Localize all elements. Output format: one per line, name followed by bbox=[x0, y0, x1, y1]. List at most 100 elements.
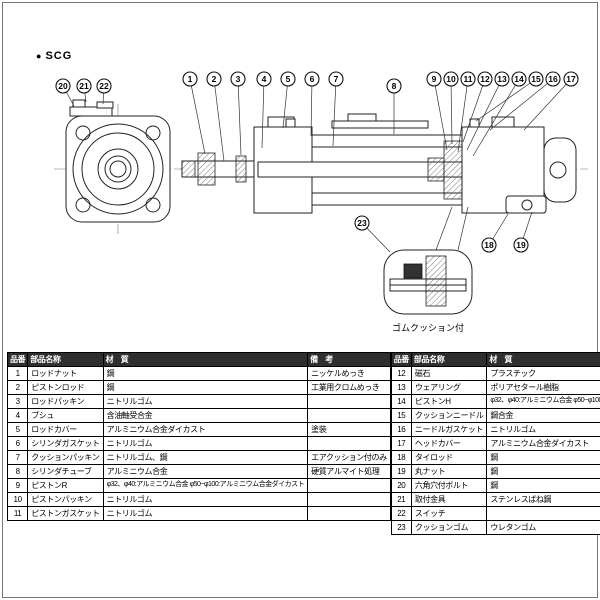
detail-caption: ゴムクッション付 bbox=[392, 322, 464, 333]
part-name: クッションゴム bbox=[410, 520, 488, 535]
svg-text:15: 15 bbox=[531, 74, 541, 84]
part-number: 10 bbox=[6, 492, 29, 507]
table-row: 15 クッションニードル 鋼合金 bbox=[390, 408, 600, 423]
table-row: 11 ピストンガスケット ニトリルゴム bbox=[6, 506, 391, 521]
part-material: アルミニウム合金ダイカスト bbox=[102, 422, 309, 437]
part-name: 六角穴付ボルト bbox=[410, 478, 488, 493]
callout-15: 15 bbox=[528, 71, 544, 87]
part-number: 21 bbox=[390, 492, 412, 507]
header-material: 材 質 bbox=[486, 352, 600, 367]
part-number: 18 bbox=[390, 450, 412, 465]
callout-20: 20 bbox=[55, 78, 71, 94]
switch-rail bbox=[331, 120, 429, 129]
table-row: 20 六角穴付ボルト 鋼 亜鉛クロメート処理 bbox=[390, 478, 600, 493]
svg-text:23: 23 bbox=[357, 218, 367, 228]
part-name: ヘッドカバー bbox=[410, 436, 488, 451]
part-name: 丸ナット bbox=[410, 464, 488, 479]
part-number: 19 bbox=[390, 464, 412, 479]
part-material: ニトリルゴム bbox=[102, 436, 309, 451]
part-remarks: ニッケルめっき bbox=[307, 366, 391, 381]
callout-8: 8 bbox=[386, 78, 402, 94]
header-part-number: 品番 bbox=[6, 352, 29, 367]
svg-text:3: 3 bbox=[236, 74, 241, 84]
part-material: 鋼 bbox=[102, 366, 309, 381]
callout-21: 21 bbox=[76, 78, 92, 94]
callout-2: 2 bbox=[206, 71, 222, 87]
table-row: 14 ピストンH φ32、φ40:アルミニウム合金 φ50~φ100:アルミニウ… bbox=[390, 394, 600, 409]
table-row: 17 ヘッドカバー アルミニウム合金ダイカスト 塗装 bbox=[390, 436, 600, 451]
cushion-rubber-detail bbox=[403, 263, 423, 279]
part-material: 鋼 bbox=[102, 380, 309, 395]
switch-bracket-front bbox=[69, 99, 114, 117]
svg-text:6: 6 bbox=[310, 74, 315, 84]
part-number: 20 bbox=[390, 478, 412, 493]
rod-nut bbox=[197, 152, 216, 186]
part-number: 22 bbox=[390, 506, 412, 521]
header-remarks: 備 考 bbox=[307, 352, 391, 367]
detail-view: ゴムクッション付 bbox=[383, 206, 473, 333]
part-remarks: 硬質アルマイト処理 bbox=[307, 464, 391, 479]
svg-text:21: 21 bbox=[79, 81, 89, 91]
part-material: 含油軸受合金 bbox=[102, 408, 309, 423]
callout-23: 23 bbox=[354, 215, 370, 231]
part-material bbox=[486, 506, 600, 521]
bullet-icon: ● bbox=[36, 51, 43, 61]
table-row: 9 ピストンR φ32、φ40:アルミニウム合金 φ50~φ100:アルミニウム… bbox=[6, 478, 391, 493]
part-number: 16 bbox=[390, 422, 412, 437]
callout-10: 10 bbox=[443, 71, 459, 87]
part-material: ニトリルゴム bbox=[102, 394, 309, 409]
svg-text:5: 5 bbox=[286, 74, 291, 84]
part-number: 17 bbox=[390, 436, 412, 451]
part-name: 磁石 bbox=[410, 366, 488, 381]
svg-text:8: 8 bbox=[392, 81, 397, 91]
svg-text:16: 16 bbox=[548, 74, 558, 84]
part-material: プラスチック bbox=[486, 366, 600, 381]
part-name: シリンダチューブ bbox=[27, 464, 104, 479]
svg-text:22: 22 bbox=[99, 81, 109, 91]
part-number: 8 bbox=[6, 464, 29, 479]
part-name: シリンダガスケット bbox=[27, 436, 104, 451]
part-number: 5 bbox=[6, 422, 29, 437]
part-remarks bbox=[307, 394, 391, 409]
part-number: 6 bbox=[6, 436, 29, 451]
part-number: 4 bbox=[6, 408, 29, 423]
callout-13: 13 bbox=[494, 71, 510, 87]
part-number: 12 bbox=[390, 366, 412, 381]
part-material: ニトリルゴム、鋼 bbox=[102, 450, 309, 465]
svg-text:7: 7 bbox=[334, 74, 339, 84]
callout-16: 16 bbox=[545, 71, 561, 87]
header-part-name: 部品名称 bbox=[27, 352, 104, 367]
part-number: 15 bbox=[390, 408, 412, 423]
part-material: φ32、φ40:アルミニウム合金 φ50~φ100:アルミニウム合金ダイカスト bbox=[486, 394, 600, 409]
svg-text:12: 12 bbox=[480, 74, 490, 84]
part-name: タイロッド bbox=[410, 450, 488, 465]
parts-tables: 品番 部品名称 材 質 備 考 1 ロッドナット 鋼 ニッケルめっき 2 ピスト… bbox=[6, 352, 600, 535]
table-row: 13 ウェアリング ポリアセタール樹脂 bbox=[390, 380, 600, 395]
callout-9: 9 bbox=[426, 71, 442, 87]
svg-text:20: 20 bbox=[58, 81, 68, 91]
table-row: 2 ピストンロッド 鋼 工業用クロムめっき bbox=[6, 380, 391, 395]
table-row: 16 ニードルガスケット ニトリルゴム bbox=[390, 422, 600, 437]
part-remarks bbox=[307, 506, 391, 521]
part-name: ピストンH bbox=[410, 394, 488, 409]
table-row: 7 クッションパッキン ニトリルゴム、鋼 エアクッション付のみ bbox=[6, 450, 391, 465]
part-material: 鋼合金 bbox=[486, 408, 600, 423]
parts-table-left: 品番 部品名称 材 質 備 考 1 ロッドナット 鋼 ニッケルめっき 2 ピスト… bbox=[6, 352, 391, 521]
part-remarks bbox=[307, 492, 391, 507]
part-material: 鋼 bbox=[486, 450, 600, 465]
part-name: ピストンR bbox=[27, 478, 104, 493]
parts-table-header: 品番 部品名称 材 質 備 考 bbox=[6, 352, 391, 367]
callout-5: 5 bbox=[280, 71, 296, 87]
part-name: ロッドパッキン bbox=[27, 394, 104, 409]
tie-rod-foot bbox=[505, 195, 547, 214]
part-number: 14 bbox=[390, 394, 412, 409]
part-material: ニトリルゴム bbox=[102, 492, 309, 507]
part-material: ポリアセタール樹脂 bbox=[486, 380, 600, 395]
table-row: 4 ブシュ 含油軸受合金 bbox=[6, 408, 391, 423]
table-row: 19 丸ナット 鋼 亜鉛クロメート処理 bbox=[390, 464, 600, 479]
parts-table-right: 品番 部品名称 材 質 備 考 12 磁石 プラスチック 13 ウェアリング ポ… bbox=[390, 352, 600, 535]
callout-6: 6 bbox=[304, 71, 320, 87]
callout-14: 14 bbox=[511, 71, 527, 87]
flange-bolt-holes bbox=[75, 125, 161, 213]
